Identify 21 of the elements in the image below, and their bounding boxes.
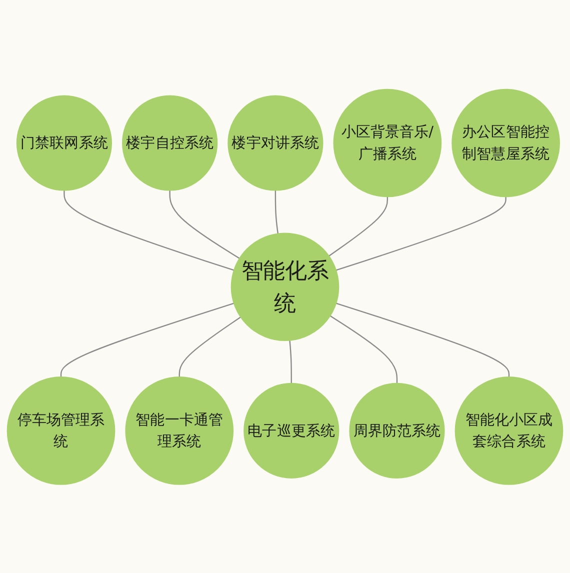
node-circle: 智能化系统: [230, 232, 340, 341]
connector: [60, 302, 234, 377]
connector: [336, 302, 510, 377]
connector: [330, 315, 398, 383]
node-circle: 停车场管理系统: [6, 376, 116, 485]
node-circle: 门禁联网系统: [16, 94, 112, 190]
connector: [336, 196, 506, 270]
node-circle: 智能一卡通管理系统: [125, 376, 234, 485]
connector: [169, 190, 240, 259]
node-circle: 周界防范系统: [349, 382, 445, 478]
node-circle: 办公区智能控制智慧屋系统: [452, 88, 560, 197]
connector: [64, 190, 234, 270]
node-circle: 楼宇对讲系统: [228, 94, 324, 190]
node-circle: 小区背景音乐/广播系统: [333, 88, 442, 197]
node-circle: 电子巡更系统: [244, 382, 340, 478]
node-circle: 楼宇自控系统: [122, 94, 218, 190]
connector: [289, 340, 292, 383]
connector: [328, 196, 388, 256]
node-circle: 智能化小区成套综合系统: [454, 376, 564, 485]
connector: [178, 316, 241, 377]
connector: [274, 190, 279, 234]
